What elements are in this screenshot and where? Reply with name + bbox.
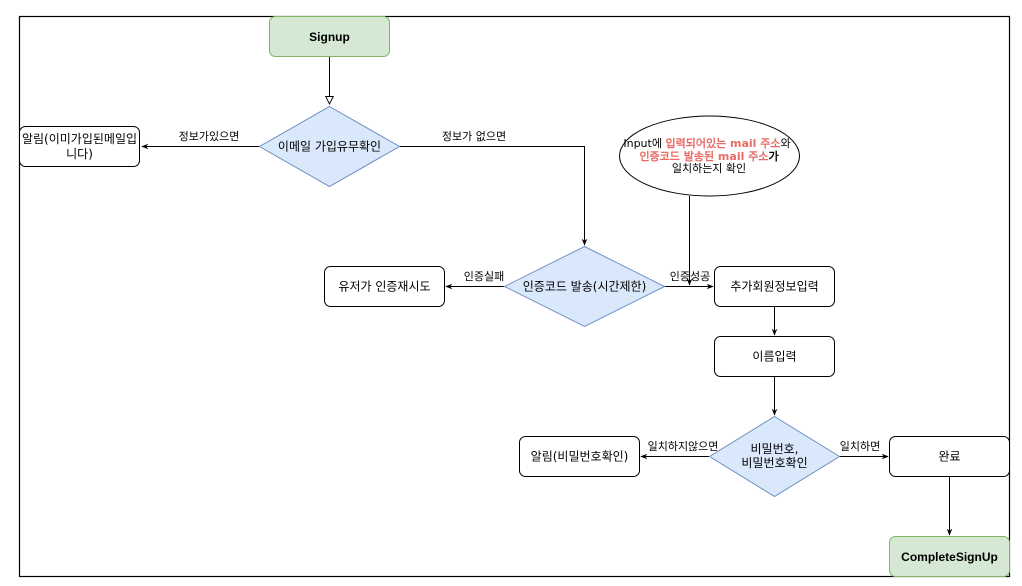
verify-note-line1-part2: 입력되어있는 mail 주소: [665, 136, 780, 150]
password-check-line2: 비밀번호확인: [741, 456, 807, 470]
verify-note-line2-part2: 가: [768, 149, 778, 163]
verify-note-line1-part3: 와: [781, 137, 791, 150]
node-alert-email-exists[interactable]: 알림(이미가입된메일입 니다): [19, 126, 140, 167]
node-extra-info[interactable]: 추가회원정보입력: [714, 266, 835, 307]
edge-label-match: 일치하면: [840, 439, 880, 453]
edge-label-mismatch: 일치하지않으면: [648, 439, 719, 453]
done-label: 완료: [938, 450, 960, 464]
node-password-check[interactable]: 비밀번호, 비밀번호확인: [708, 415, 841, 498]
password-check-line1: 비밀번호,: [751, 442, 799, 456]
edge-labels: 정보가있으면 정보가 없으면 인증실패 인증성공 일치하지않으면 일치하면: [176, 129, 880, 453]
complete-signup-label: CompleteSignUp: [901, 550, 998, 564]
edge-label-has-info: 정보가있으면: [179, 130, 240, 143]
verify-note-line1-part1: Input에: [623, 137, 665, 150]
verify-note-line2-part1: 인증코드 발송된 mail 주소: [639, 149, 768, 163]
node-user-retry[interactable]: 유저가 인증재시도: [324, 266, 445, 307]
alert-email-exists-line2: 니다): [66, 147, 93, 161]
node-complete-signup[interactable]: CompleteSignUp: [889, 536, 1010, 577]
node-send-code[interactable]: 인증코드 발송(시간제한): [503, 245, 666, 328]
edge-label-auth-success: 인증성공: [670, 270, 710, 283]
send-code-label: 인증코드 발송(시간제한): [523, 280, 647, 294]
edge-email-check-to-send-code[interactable]: [399, 146, 588, 246]
verify-note-line3: 일치하는지 확인: [672, 161, 746, 175]
node-verify-note[interactable]: Input에 입력되어있는 mail 주소와 인증코드 발송된 mail 주소가…: [619, 115, 800, 197]
node-alert-password[interactable]: 알림(비밀번호확인): [519, 436, 640, 477]
email-check-label: 이메일 가입유무확인: [278, 140, 381, 154]
node-name-input[interactable]: 이름입력: [714, 336, 835, 377]
verify-note-line1: Input에 입력되어있는 mail 주소와: [623, 136, 790, 150]
edge-label-no-info: 정보가 없으면: [442, 130, 506, 143]
diagram-frame: [18, 15, 1011, 578]
extra-info-label: 추가회원정보입력: [730, 280, 818, 294]
node-done[interactable]: 완료: [889, 436, 1010, 477]
alert-email-exists-line1: 알림(이미가입된메일입: [22, 132, 137, 146]
edges: [141, 57, 953, 536]
node-email-check[interactable]: 이메일 가입유무확인: [258, 105, 401, 188]
edge-label-auth-fail: 인증실패: [464, 270, 504, 283]
node-signup[interactable]: Signup: [269, 16, 390, 57]
verify-note-line2: 인증코드 발송된 mail 주소가: [639, 149, 778, 163]
signup-label: Signup: [309, 30, 350, 44]
name-input-label: 이름입력: [752, 350, 796, 364]
user-retry-label: 유저가 인증재시도: [338, 280, 430, 294]
alert-password-label: 알림(비밀번호확인): [531, 450, 629, 464]
